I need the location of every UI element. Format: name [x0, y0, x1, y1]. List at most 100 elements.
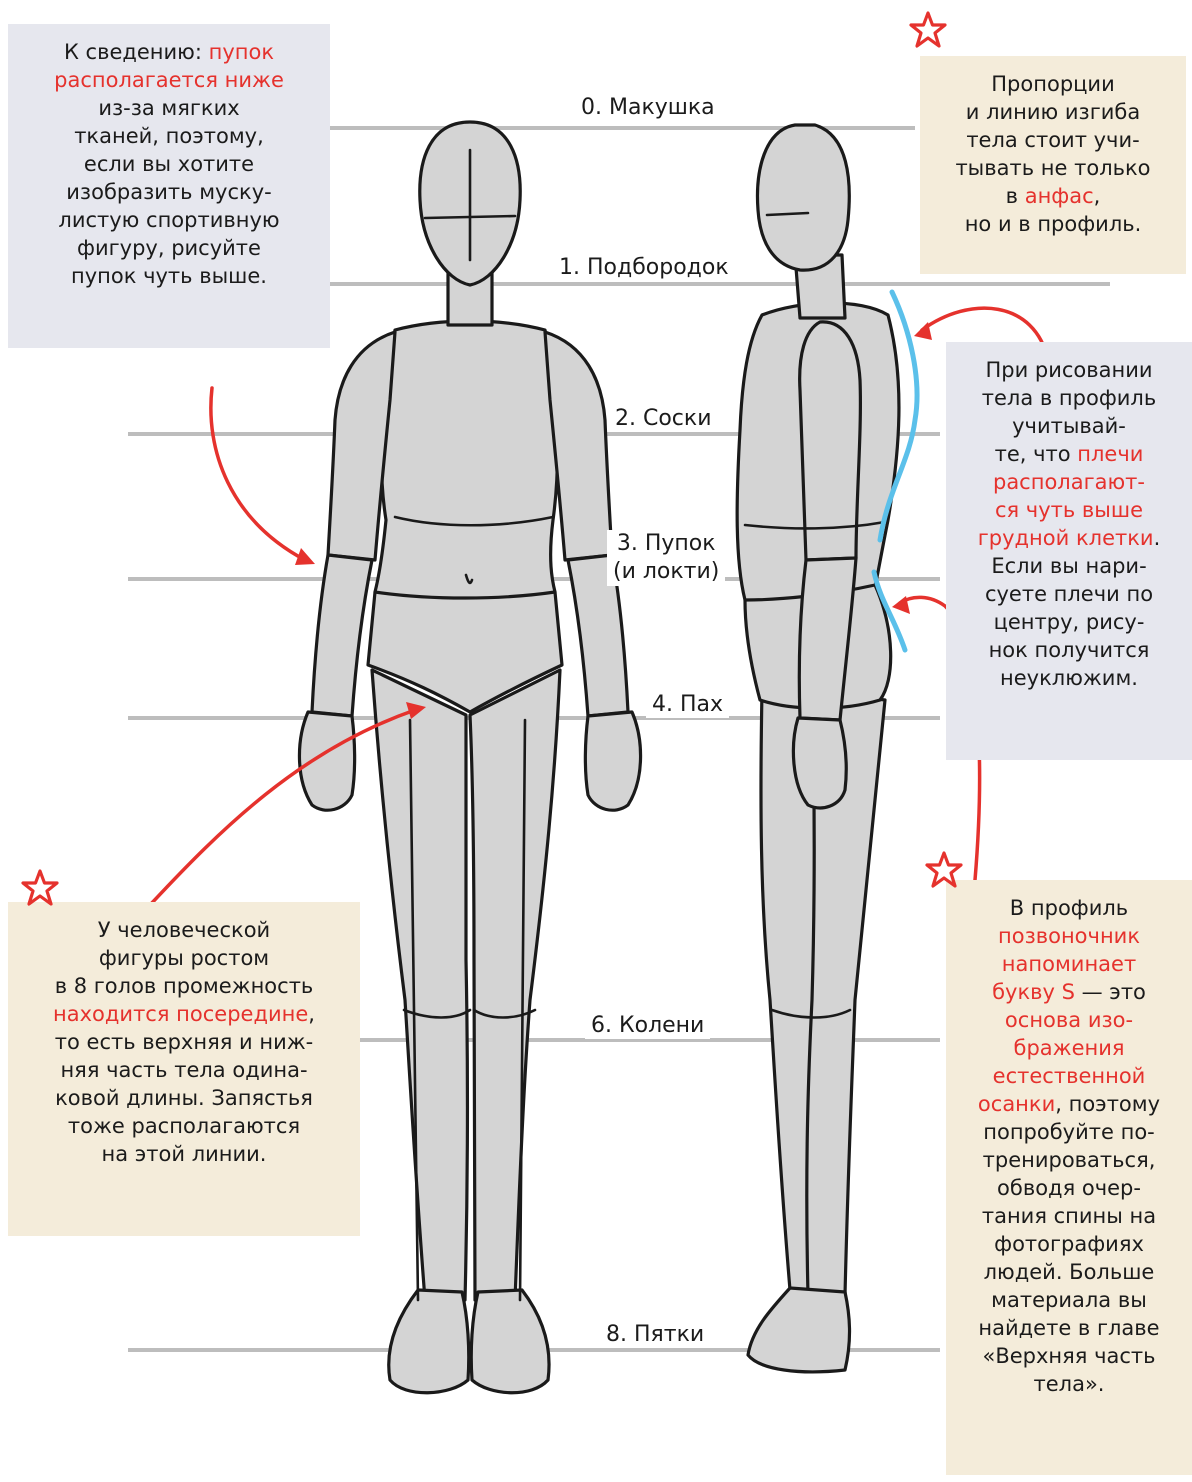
note-text: ,: [1094, 184, 1101, 208]
note-line: напоминает: [956, 950, 1182, 978]
highlight-text: бражения: [1014, 1036, 1125, 1060]
note-line: В профиль: [956, 894, 1182, 922]
note-line: осанки, поэтому: [956, 1090, 1182, 1118]
note-line: в анфас,: [930, 182, 1176, 210]
highlight-text: напоминает: [1002, 952, 1136, 976]
highlight-text: естественной: [993, 1064, 1146, 1088]
level-label-chin: 1. Подбородок: [553, 255, 735, 281]
star-icon: [20, 868, 60, 908]
note-line: но и в профиль.: [930, 210, 1176, 238]
note-text: материала вы: [991, 1288, 1147, 1312]
note-line: няя часть тела одина-: [18, 1056, 350, 1084]
highlight-text: грудной клетки: [978, 526, 1154, 550]
note-line: суете плечи по: [956, 580, 1182, 608]
highlight-text: располагают-: [993, 470, 1145, 494]
note-line: центру, рису-: [956, 608, 1182, 636]
note-line: располагают-: [956, 468, 1182, 496]
note-text: — это: [1075, 980, 1146, 1004]
highlight-text: находится посередине: [53, 1002, 308, 1026]
note-line: фотографиях: [956, 1230, 1182, 1258]
note-line: располагается ниже: [18, 66, 320, 94]
note-text: но и в профиль.: [965, 212, 1142, 236]
note-line: и линию изгиба: [930, 98, 1176, 126]
note-line: фигуру, рисуйте: [18, 234, 320, 262]
note-text: и линию изгиба: [966, 100, 1140, 124]
highlight-text: позвоночник: [998, 924, 1140, 948]
note-text: учитывай-: [1012, 414, 1126, 438]
star-icon: [908, 10, 948, 50]
note-text: из-за мягких: [98, 96, 239, 120]
note-text: те, что: [995, 442, 1078, 466]
note-line: учитывай-: [956, 412, 1182, 440]
note-line: тренироваться,: [956, 1146, 1182, 1174]
note-line: из-за мягких: [18, 94, 320, 122]
level-label-heels: 8. Пятки: [600, 1322, 710, 1348]
note-line: те, что плечи: [956, 440, 1182, 468]
note-line: Пропорции: [930, 70, 1176, 98]
note-text: «Верхняя часть: [982, 1344, 1155, 1368]
note-text: на этой линии.: [102, 1142, 267, 1166]
side-figure: [737, 125, 899, 1372]
note-text: , поэтому: [1055, 1092, 1160, 1116]
note-text: У человеческой: [98, 918, 270, 942]
level-label-nipples: 2. Соски: [609, 406, 718, 432]
note-text: фотографиях: [994, 1232, 1144, 1256]
note-text: В профиль: [1010, 896, 1128, 920]
level-label-crotch: 4. Пах: [646, 692, 729, 718]
note-line: листую спортивную: [18, 206, 320, 234]
note-text: в 8 голов промежность: [55, 974, 314, 998]
note-text: ковой длины. Запястья: [55, 1086, 313, 1110]
note-line: грудной клетки.: [956, 524, 1182, 552]
note-text: няя часть тела одина-: [60, 1058, 307, 1082]
note-line: неуклюжим.: [956, 664, 1182, 692]
note-line: пупок чуть выше.: [18, 262, 320, 290]
note-text: пупок чуть выше.: [71, 264, 267, 288]
note-text: центру, рису-: [994, 610, 1145, 634]
level-label-navel: 3. Пупок (и локти): [607, 530, 725, 586]
note-text: людей. Больше: [984, 1260, 1155, 1284]
star-icon: [924, 850, 964, 890]
note-line: изобразить муску-: [18, 178, 320, 206]
level-label-knees: 6. Колени: [585, 1013, 710, 1039]
note-line: К сведению: пупок: [18, 38, 320, 66]
note-text: .: [1154, 526, 1161, 550]
note-text: в: [1006, 184, 1025, 208]
note-text: тоже располагаются: [68, 1114, 300, 1138]
highlight-text: пупок: [209, 40, 274, 64]
note-text: тренироваться,: [983, 1148, 1156, 1172]
arrow-crotch: [150, 710, 415, 905]
highlight-text: букву S: [992, 980, 1075, 1004]
note-line: людей. Больше: [956, 1258, 1182, 1286]
note-text: Если вы нари-: [991, 554, 1146, 578]
note-line: Если вы нари-: [956, 552, 1182, 580]
highlight-text: плечи: [1077, 442, 1143, 466]
note-text: обводя очер-: [997, 1176, 1141, 1200]
note-line: если вы хотите: [18, 150, 320, 178]
note-text: изобразить муску-: [66, 180, 271, 204]
note-line: ся чуть выше: [956, 496, 1182, 524]
note-line: на этой линии.: [18, 1140, 350, 1168]
note-line: букву S — это: [956, 978, 1182, 1006]
note-text: тела стоит учи-: [966, 128, 1139, 152]
note-line: тания спины на: [956, 1202, 1182, 1230]
note-text: тывать не только: [955, 156, 1150, 180]
arrowhead-navel: [295, 548, 315, 565]
note-text: суете плечи по: [985, 582, 1153, 606]
note-line: бражения: [956, 1034, 1182, 1062]
note-line: позвоночник: [956, 922, 1182, 950]
note-text: тания спины на: [982, 1204, 1156, 1228]
highlight-text: анфас: [1025, 184, 1094, 208]
note-line: тела».: [956, 1370, 1182, 1398]
note-line: ковой длины. Запястья: [18, 1084, 350, 1112]
note-text: При рисовании: [985, 358, 1152, 382]
note-crotch: У человеческойфигуры ростомв 8 голов про…: [8, 902, 360, 1236]
highlight-text: располагается ниже: [54, 68, 284, 92]
highlight-text: основа изо-: [1005, 1008, 1133, 1032]
note-text: попробуйте по-: [983, 1120, 1155, 1144]
note-line: материала вы: [956, 1286, 1182, 1314]
note-text: тканей, поэтому,: [74, 124, 264, 148]
note-proportions: Пропорциии линию изгиба тела стоит учи-ты…: [920, 56, 1186, 274]
